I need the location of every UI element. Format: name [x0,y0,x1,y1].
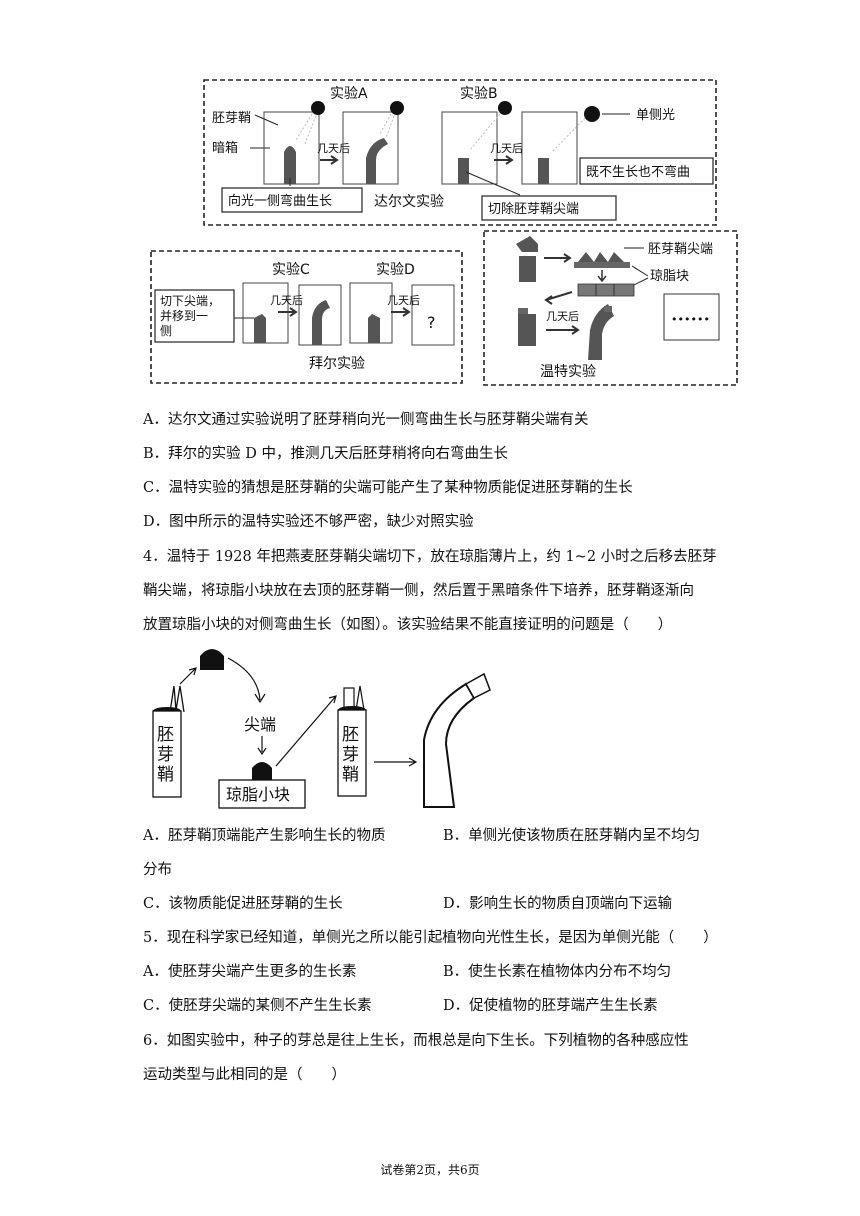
light-source-icon [498,101,512,115]
unilateral-light-label: 单侧光 [636,108,675,123]
svg-text:芽: 芽 [342,745,359,765]
light-source-icon [584,106,600,122]
cut-move-text-1: 切下尖端， [160,294,220,308]
bend-toward-light-label: 向光一侧弯曲生长 [228,193,332,209]
q5-option-a: A．使胚芽尖端产生更多的生长素 [143,964,357,980]
q4-option-d: D．影响生长的物质自顶端向下运输 [443,896,673,912]
curved-arrow-icon [227,657,266,704]
arrow-down-icon [597,270,607,283]
q4-stem-line-1: 4．温特于 1928 年把燕麦胚芽鞘尖端切下，放在琼脂薄片上，约 1~2 小时之… [143,549,717,565]
went-experiment-label: 温特实验 [540,364,596,380]
q4-option-b-wrap: 分布 [143,862,172,878]
cut-move-text-2: 并移到一 [160,309,208,323]
coleoptile-label-2: 胚 [342,725,359,745]
arrow-right-icon [391,307,411,317]
q5-option-b: B．使生长素在植物体内分布不均匀 [443,964,672,980]
more-items-ellipsis: •••••• [671,313,710,326]
tip-label: 尖端 [244,715,276,734]
arrow-right-icon [546,325,580,335]
went-agar-figure: 胚 芽 鞘 尖端 琼脂小块 胚 芽 鞘 [152,649,491,809]
exp-a-label: 实验A [330,86,368,102]
arrow-left-icon [544,291,573,305]
arrow-right-icon [494,155,514,165]
q3-option-d: D．图中所示的温特实验还不够严密，缺少对照实验 [143,514,474,530]
cut-tip-label: 切除胚芽鞘尖端 [488,202,579,217]
q5-option-d: D．促使植物的胚芽端产生生长素 [443,998,658,1014]
q4-option-a: A．胚芽鞘顶端能产生影响生长的物质 [143,828,386,844]
svg-text:芽: 芽 [157,745,174,765]
exp-c-label: 实验C [272,262,310,278]
arrow-right-icon [544,253,572,263]
agar-block-label: 琼脂块 [650,269,689,284]
arrow-right-icon [320,155,339,165]
exp-d-label: 实验D [376,262,415,278]
arrow-down-icon [257,736,267,756]
days-later-label: 几天后 [317,142,350,155]
arrow-icon [179,667,197,685]
exp-b-label: 实验B [460,86,498,102]
days-later-label: 几天后 [490,142,523,155]
q3-option-a: A．达尔文通过实验说明了胚芽稍向光一侧弯曲生长与胚芽鞘尖端有关 [143,412,589,428]
coleoptile-label: 胚芽鞘 [212,111,251,126]
light-source-icon [390,101,404,115]
cut-move-text-3: 侧 [160,324,172,338]
unknown-result-mark: ? [427,313,436,332]
q4-option-c: C．该物质能促进胚芽鞘的生长 [143,896,343,912]
arrow-right-icon [278,307,298,317]
q5-stem: 5．现在科学家已经知道，单侧光之所以能引起植物向光性生长，是因为单侧光能（ ） [143,930,718,946]
agar-block-label: 琼脂小块 [226,785,290,804]
days-later-label: 几天后 [387,294,420,307]
q5-option-c: C．使胚芽尖端的某侧不产生生长素 [143,998,372,1014]
q6-stem-line-2: 运动类型与此相同的是（ ） [143,1067,346,1083]
q3-option-c: C．温特实验的猜想是胚芽鞘的尖端可能产生了某种物质能促进胚芽鞘的生长 [143,480,633,496]
q4-stem-line-2: 鞘尖端，将琼脂小块放在去顶的胚芽鞘一侧，然后置于黑暗条件下培养，胚芽鞘逐渐向 [143,583,694,599]
svg-text:鞘: 鞘 [342,765,359,785]
paal-experiment-label: 拜尔实验 [309,356,365,372]
darwin-experiment-label: 达尔文实验 [374,194,444,210]
q4-stem-line-3: 放置琼脂小块的对侧弯曲生长（如图）。该实验结果不能直接证明的问题是（ ） [143,617,673,633]
coleoptile-label-1: 胚 [157,725,174,745]
page-footer: 试卷第2页，共6页 [380,1163,480,1177]
light-source-icon [311,101,325,115]
coleoptile-tip-label: 胚芽鞘尖端 [648,242,713,257]
q3-option-b: B．拜尔的实验 D 中，推测几天后胚芽稍将向右弯曲生长 [143,446,508,462]
experiment-history-figure: 实验A 实验B 胚芽鞘 暗箱 几天后 几天后 单侧光 向光一侧弯曲生长 达尔文实… [150,79,738,386]
cut-tip-shape [200,649,224,670]
q4-option-b: B．单侧光使该物质在胚芽鞘内呈不均匀 [443,828,701,844]
days-later-label: 几天后 [546,310,579,323]
dark-box-label: 暗箱 [212,140,238,156]
arrow-icon [275,695,337,767]
days-later-label: 几天后 [270,294,303,307]
no-grow-no-bend-label: 既不生长也不弯曲 [586,164,690,180]
q6-stem-line-1: 6．如图实验中，种子的芽总是往上生长，而根总是向下生长。下列植物的各种感应性 [143,1033,689,1049]
arrow-right-icon [374,757,418,767]
svg-text:鞘: 鞘 [157,765,174,785]
